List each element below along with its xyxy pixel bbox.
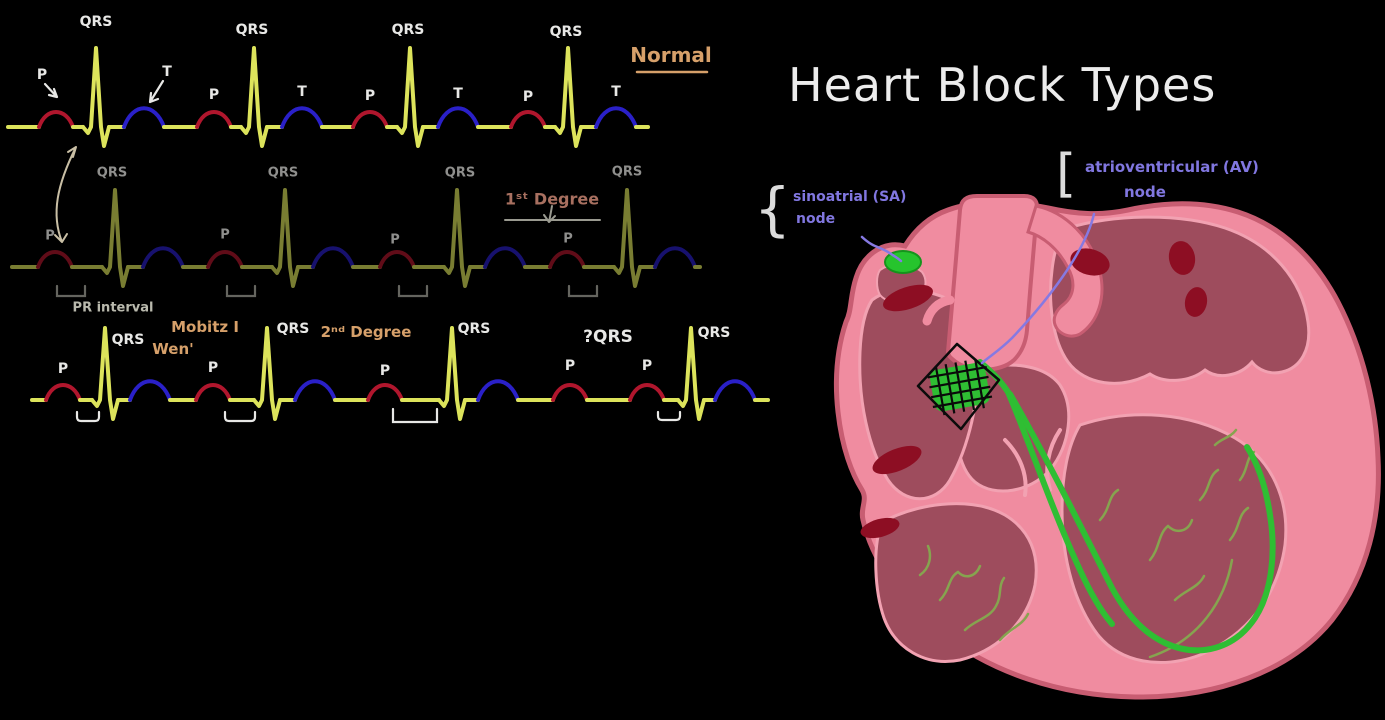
chamber-left-atrium xyxy=(1049,215,1311,385)
left-bundle-branch xyxy=(1005,389,1115,627)
pr-interval-bracket xyxy=(567,284,599,298)
purkinje-fibers xyxy=(918,428,1256,659)
av-node-diamond-outline xyxy=(916,342,1001,431)
pr-interval-bracket xyxy=(55,284,87,298)
pr-interval-bracket xyxy=(225,284,257,298)
ecg-row-first-degree xyxy=(10,188,702,298)
pr-extension-arrow xyxy=(54,146,77,243)
ecg-row-normal xyxy=(6,46,650,148)
aorta xyxy=(945,194,1040,372)
heart-diagram xyxy=(833,194,1381,700)
pr-interval-bracket xyxy=(397,284,429,298)
first-degree-arrow xyxy=(543,205,556,223)
ecg-row-second-degree xyxy=(30,326,770,424)
av-node xyxy=(916,342,1001,431)
sa-node-pointer-line xyxy=(860,235,903,263)
pr-interval-bracket xyxy=(75,410,101,423)
valve-flap-left xyxy=(1003,438,1028,497)
pr-interval-bracket xyxy=(656,410,682,422)
right-bundle-branch xyxy=(1007,391,1276,654)
t-pointer-arrow xyxy=(148,79,165,104)
vessel-blobs xyxy=(860,241,1208,539)
pr-interval-bracket xyxy=(391,407,439,424)
av-node-pointer-line xyxy=(980,212,1096,365)
p-pointer-arrow xyxy=(43,82,59,99)
aorta-branch xyxy=(922,295,955,326)
pr-interval-bracket xyxy=(223,410,257,423)
